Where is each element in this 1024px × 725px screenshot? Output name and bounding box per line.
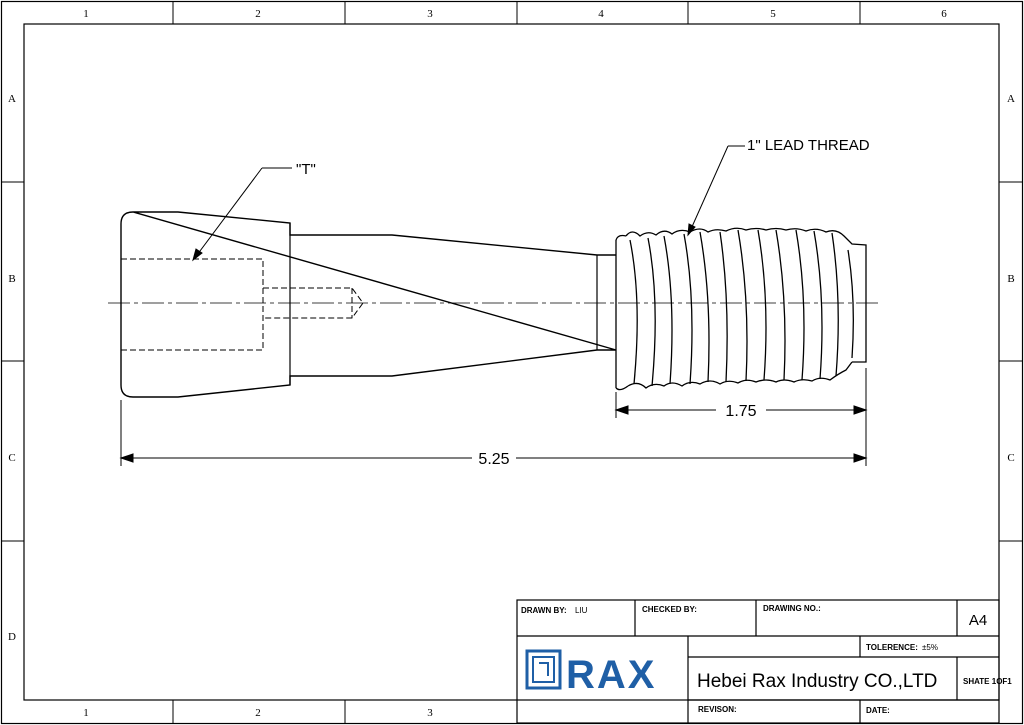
company-name: Hebei Rax Industry CO.,LTD: [697, 671, 937, 692]
checked-by-label: CHECKED BY:: [642, 605, 697, 614]
zone-col-2-top: 2: [255, 8, 261, 20]
zone-row-c-right: C: [1007, 452, 1014, 464]
date-label: DATE:: [866, 706, 890, 715]
zone-row-b-left: B: [8, 273, 15, 285]
revision-label: REVISON:: [698, 705, 737, 714]
zone-col-3-top: 3: [427, 8, 433, 20]
t-label: "T": [296, 161, 316, 178]
sheet-number: SHATE 1OF1: [963, 677, 1012, 686]
rax-logo: [525, 649, 562, 690]
zone-col-6-top: 6: [941, 8, 947, 20]
lead-thread-leader: [687, 145, 745, 237]
zone-row-a-left: A: [8, 93, 16, 105]
tolerance-value: ±5%: [922, 643, 938, 652]
inner-frame: [23, 23, 1000, 701]
dim-overall-length-value: 5.25: [478, 451, 509, 468]
body-outline: [120, 211, 617, 398]
dim-thread-length-value: 1.75: [725, 403, 756, 420]
thread-section: [615, 227, 867, 391]
sheet-size: A4: [969, 612, 987, 629]
zone-col-5-top: 5: [770, 8, 776, 20]
hidden-bore: [121, 258, 364, 351]
t-leader: [192, 167, 292, 262]
zone-row-b-right: B: [1007, 273, 1014, 285]
zone-row-a-right: A: [1007, 93, 1015, 105]
title-block: [516, 599, 1000, 724]
zone-col-1-top: 1: [83, 8, 89, 20]
rax-logo-text: RAX: [566, 653, 656, 697]
drawing-no-label: DRAWING NO.:: [763, 604, 821, 613]
drawn-by-value: LIU: [575, 606, 588, 615]
drawn-by-label: DRAWN BY:: [521, 606, 567, 615]
zone-col-4-top: 4: [598, 8, 604, 20]
zone-col-3-bottom: 3: [427, 707, 433, 719]
lead-thread-label: 1" LEAD THREAD: [747, 137, 870, 154]
dim-thread-length: [614, 368, 868, 418]
dim-overall-length: [119, 400, 868, 466]
zone-col-2-bottom: 2: [255, 707, 261, 719]
tolerance-label: TOLERENCE:: [866, 643, 918, 652]
zone-row-d-left: D: [8, 631, 16, 643]
zone-col-1-bottom: 1: [83, 707, 89, 719]
zone-row-c-left: C: [8, 452, 15, 464]
